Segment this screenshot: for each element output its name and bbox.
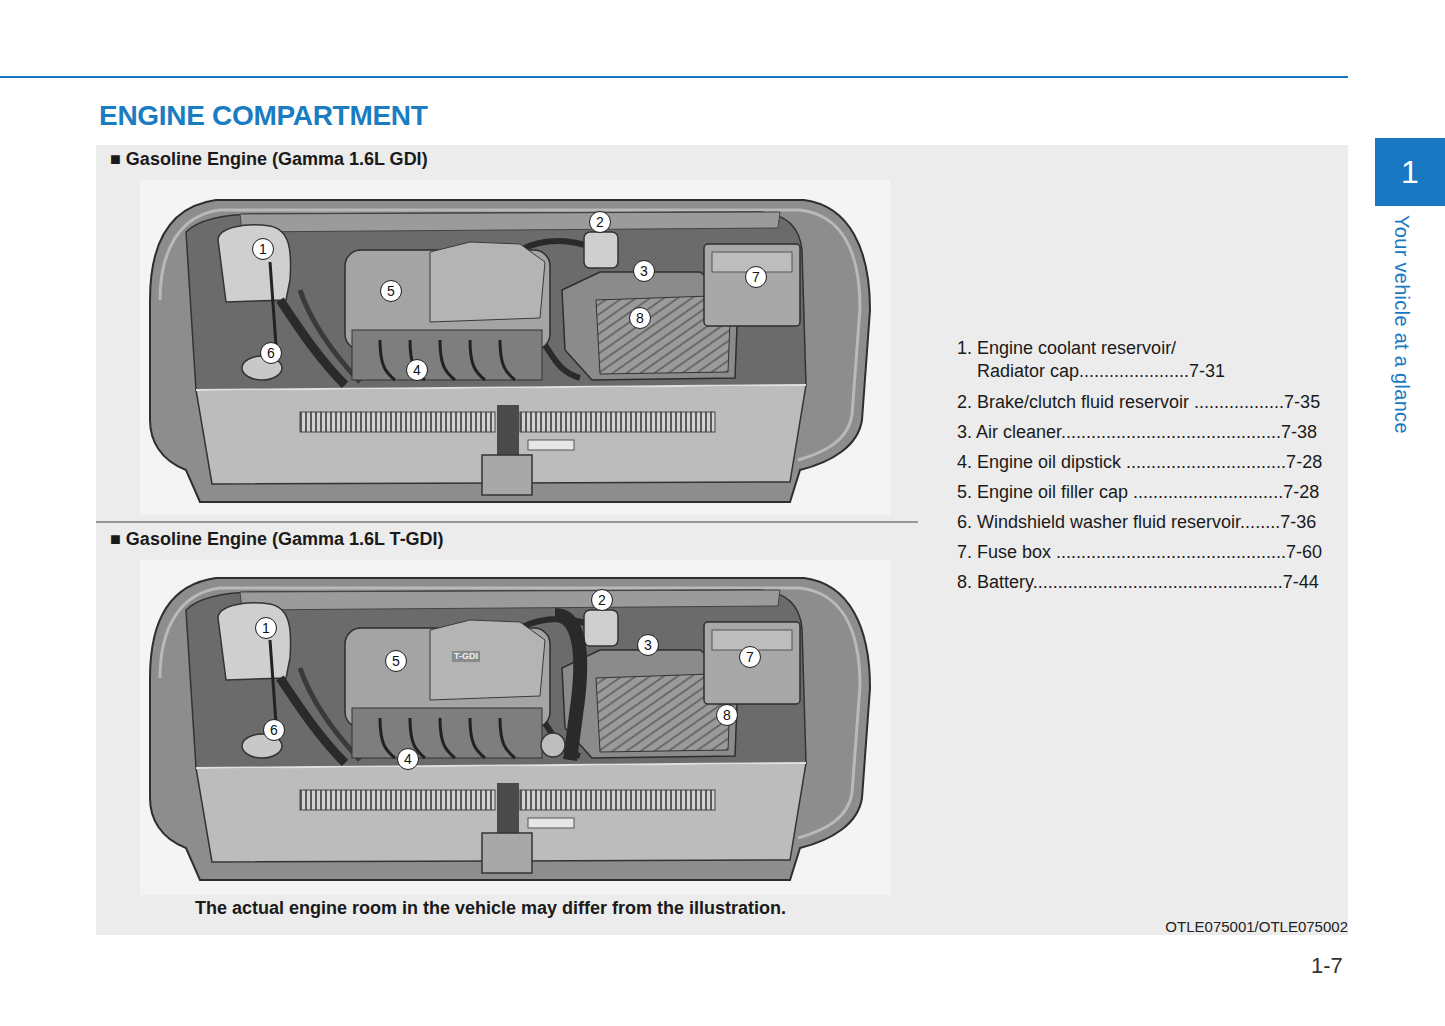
chapter-number: 1 <box>1401 154 1419 190</box>
chapter-side-label: Your vehicle at a glance <box>1390 215 1414 434</box>
callout-text: 5 <box>392 654 400 668</box>
part-list-item: 6. Windshield washer fluid reservoir....… <box>957 511 1316 534</box>
callout-text: 8 <box>723 708 731 722</box>
part-list-item: 3. Air cleaner..........................… <box>957 421 1317 444</box>
callout-text: 6 <box>270 723 278 737</box>
info-panel: ■ Gasoline Engine (Gamma 1.6L GDI) 1. Eng… <box>96 145 1348 935</box>
callout-number: 1 <box>252 238 274 260</box>
page-number: 1-7 <box>1311 953 1343 979</box>
callout-number: 6 <box>260 342 282 364</box>
part-list-item: 8. Battery..............................… <box>957 571 1319 594</box>
callout-number: 6 <box>263 719 285 741</box>
callout-text: 2 <box>598 593 606 607</box>
callout-number: 1 <box>255 617 277 639</box>
callout-number: 3 <box>637 634 659 656</box>
callout-text: 1 <box>262 621 270 635</box>
callout-number: 4 <box>406 359 428 381</box>
callout-text: 3 <box>640 264 648 278</box>
callout-number: 7 <box>739 646 761 668</box>
callout-number: 5 <box>380 280 402 302</box>
part-list-item: 5. Engine oil filler cap ...............… <box>957 481 1319 504</box>
callout-text: 6 <box>267 346 275 360</box>
callout-text: 3 <box>644 638 652 652</box>
callout-number: 8 <box>629 307 651 329</box>
callout-number: 2 <box>589 211 611 233</box>
callout-number: 5 <box>385 650 407 672</box>
part-list-item: 7. Fuse box ............................… <box>957 541 1322 564</box>
part-list-item: 2. Brake/clutch fluid reservoir ........… <box>957 391 1320 414</box>
part-list-item: 1. Engine coolant reservoir/ Radiator ca… <box>957 337 1242 383</box>
callout-text: 2 <box>596 215 604 229</box>
page-title: ENGINE COMPARTMENT <box>99 99 428 133</box>
callout-text: 4 <box>404 752 412 766</box>
callout-text: 7 <box>752 270 760 284</box>
callout-text: 1 <box>259 242 267 256</box>
callout-text: 4 <box>413 363 421 377</box>
callout-number: 8 <box>716 704 738 726</box>
engine-heading: ■ Gasoline Engine (Gamma 1.6L T-GDI) <box>110 528 444 551</box>
callout-number: 7 <box>745 266 767 288</box>
callout-text: 8 <box>636 311 644 325</box>
chapter-tab: 1 <box>1375 138 1445 206</box>
caption-note: The actual engine room in the vehicle ma… <box>195 897 786 920</box>
part-list-item: 4. Engine oil dipstick .................… <box>957 451 1322 474</box>
figure-code: OTLE075001/OTLE075002 <box>1165 917 1348 936</box>
callout-number: 3 <box>633 260 655 282</box>
callout-number: 4 <box>397 748 419 770</box>
engine-heading: ■ Gasoline Engine (Gamma 1.6L GDI) <box>110 148 428 171</box>
callout-number: 2 <box>591 589 613 611</box>
callout-text: 5 <box>387 284 395 298</box>
engine-cover-mark: T-GDI <box>452 651 480 662</box>
callout-text: 7 <box>746 650 754 664</box>
